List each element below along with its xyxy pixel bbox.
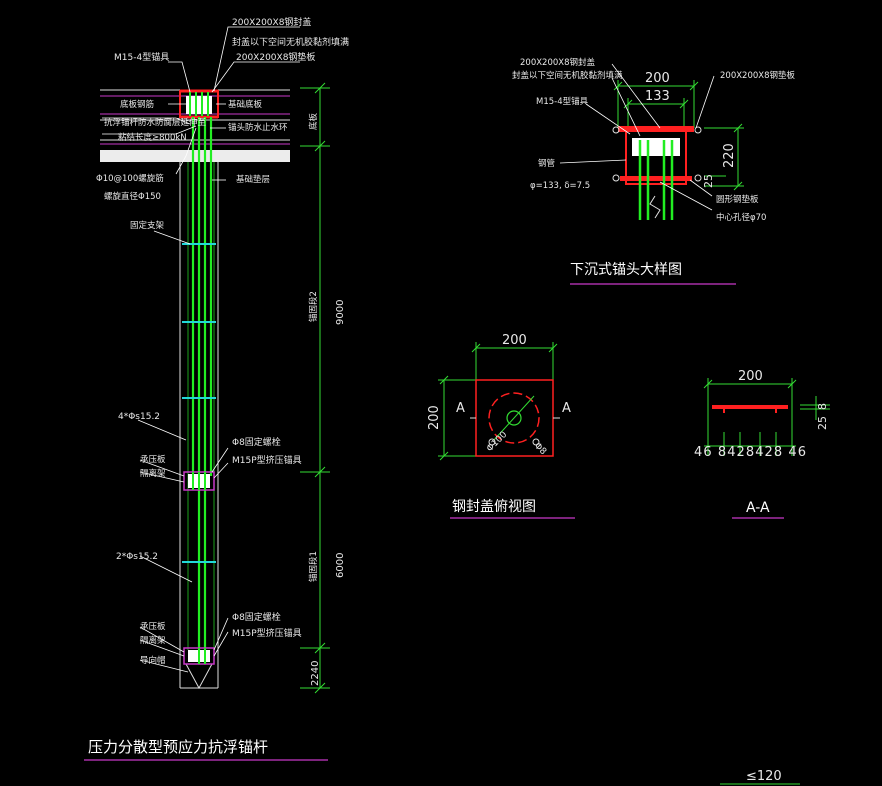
detail-anchor-block xyxy=(632,138,680,156)
detail-callout-cover: 200X200X8钢封盖 xyxy=(520,57,596,68)
detail-callout-plate-right: 200X200X8钢垫板 xyxy=(720,70,796,81)
callout-bond: 粘结长度≥800kN xyxy=(118,132,187,143)
cover-title: 钢封盖俯视图 xyxy=(452,499,536,515)
detail-callout-anchor: M15-4型锚具 xyxy=(536,96,589,107)
aa-dim-thickness2: 8 xyxy=(816,403,829,410)
detail-base-plate xyxy=(620,176,692,181)
main-elevation: 200X200X8钢封盖 封盖以下空间无机胶黏剂填满 200X200X8钢垫板 … xyxy=(84,16,349,761)
callout-spiral: Φ10@100螺旋筋 xyxy=(96,173,164,184)
callout-filler: 封盖以下空间无机胶黏剂填满 xyxy=(232,36,349,48)
bearing-plate-upper xyxy=(183,471,215,491)
callout-base-slab: 基础底板 xyxy=(228,99,263,110)
detail-callout-center-hole: 中心孔径φ70 xyxy=(716,212,766,223)
aa-plate xyxy=(712,405,788,409)
callout-fix-bolt-2: Φ8固定螺栓 xyxy=(232,611,281,623)
callout-bearing-2: 承压板 xyxy=(140,621,166,632)
detail-cover-plate xyxy=(618,126,694,132)
callout-spacer-2: 隔离架 xyxy=(140,635,166,646)
dim-bond2: 6000 xyxy=(335,553,346,578)
cover-center-hole xyxy=(506,410,522,426)
cover-dim-h: 200 xyxy=(427,405,442,430)
detail-dim-width: 200 xyxy=(645,71,670,86)
dimension-chain xyxy=(300,82,330,694)
section-aa: 200 46 8428428 46 25 8 A-A xyxy=(694,369,830,519)
callout-tendon-lower: 2*Φs15.2 xyxy=(116,552,158,562)
cover-hole-right: Φ8 xyxy=(532,441,548,457)
bearing-plate-lower xyxy=(183,647,215,665)
aa-dims-bottom: 46 8428428 46 xyxy=(694,445,806,460)
dim-bond1: 9000 xyxy=(335,300,346,325)
dim-bond1-label: 锚固段2 xyxy=(308,291,319,322)
bottom-note: ≤120 xyxy=(720,769,800,785)
cover-section-right: A xyxy=(562,401,571,416)
callout-fixed-bracket: 固定支架 xyxy=(130,220,165,231)
detail-title: 下沉式锚头大样图 xyxy=(570,262,682,278)
dimension-labels: 底板 锚固段2 9000 锚固段1 6000 2240 xyxy=(308,112,346,686)
callout-cushion: 基础垫层 xyxy=(236,174,270,185)
callout-guide-cap: 导向帽 xyxy=(140,655,166,666)
detail-dim-height: 220 xyxy=(722,143,737,168)
main-callouts: 200X200X8钢封盖 封盖以下空间无机胶黏剂填满 200X200X8钢垫板 … xyxy=(96,16,349,666)
detail-dim-small: 25 xyxy=(702,174,715,188)
cover-section-left: A xyxy=(456,401,465,416)
bottom-note-text: ≤120 xyxy=(746,769,782,784)
callout-water-stop: 锚头防水止水环 xyxy=(228,122,288,133)
callout-base-plate: 200X200X8钢垫板 xyxy=(236,51,315,63)
callout-spiral-dia: 螺旋直径Φ150 xyxy=(104,191,161,202)
callout-fix-bolt-1: Φ8固定螺栓 xyxy=(232,436,281,448)
cover-dim-w: 200 xyxy=(502,333,527,348)
cushion-layer xyxy=(100,150,290,162)
detail-callout-steel-pipe: 钢管 xyxy=(538,158,555,169)
callout-p-anchor-2: M15P型挤压锚具 xyxy=(232,627,302,639)
detail-dim-inner: 133 xyxy=(645,89,670,104)
leader-lines xyxy=(102,26,300,673)
anchor-bore xyxy=(179,162,219,690)
base-slab xyxy=(100,89,290,162)
detail-callout-pipe-spec: φ=133, δ=7.5 xyxy=(530,181,590,191)
callout-cover-plate: 200X200X8钢封盖 xyxy=(232,16,311,28)
aa-dim-w: 200 xyxy=(738,369,763,384)
aa-title: A-A xyxy=(746,500,770,516)
detail-anchor-head: 200 133 220 25 200X200X8钢封盖 封盖以下空间无机胶 xyxy=(512,57,796,285)
aa-dim-thickness: 25 xyxy=(816,416,829,430)
callout-base-steel: 底板钢筋 xyxy=(120,99,154,110)
dim-bond2-label: 锚固段1 xyxy=(308,551,319,582)
callout-waterproof-extend: 抗浮锚杆防水防腐层延伸至 xyxy=(104,117,207,128)
callout-p-anchor-1: M15P型挤压锚具 xyxy=(232,454,302,466)
cover-pipe-circle xyxy=(488,392,540,444)
tendons xyxy=(187,117,215,664)
callout-tendon-upper: 4*Φs15.2 xyxy=(118,412,160,422)
detail-callout-ring: 圆形钢垫板 xyxy=(716,194,759,205)
spacers xyxy=(182,243,216,563)
callout-spacer-1: 隔离架 xyxy=(140,468,166,479)
dim-top-label: 底板 xyxy=(308,112,319,130)
callout-anchor: M15-4型锚具 xyxy=(114,51,169,63)
main-title: 压力分散型预应力抗浮锚杆 xyxy=(88,738,268,756)
dim-bottom: 2240 xyxy=(310,661,321,686)
callout-bearing-1: 承压板 xyxy=(140,454,166,465)
cover-plan-view: 200 200 A A Φ100 Φ8 钢封盖俯视图 xyxy=(427,333,575,519)
detail-callout-filler: 封盖以下空间无机胶黏剂填满 xyxy=(512,70,623,81)
